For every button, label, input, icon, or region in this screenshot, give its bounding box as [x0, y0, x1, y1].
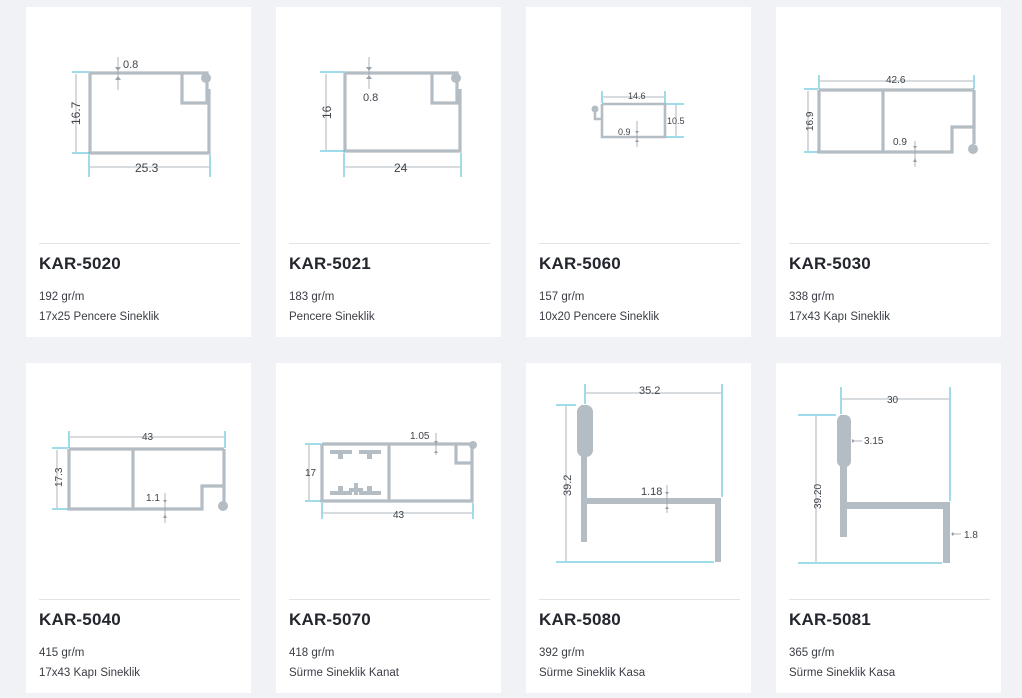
- product-weight: 392 gr/m: [539, 647, 585, 659]
- product-description: Sürme Sineklik Kanat: [289, 667, 399, 679]
- dimension-label: 24: [394, 161, 408, 175]
- dimension-label: 39.20: [813, 484, 824, 509]
- dimension-label: 16.7: [69, 101, 83, 125]
- dimension-label: 17: [305, 468, 317, 479]
- product-card-kar-5030[interactable]: 42.6 16.9 0.9 KAR-5030 338 gr/m 17x43 Ka…: [776, 7, 1001, 337]
- product-card-kar-5081[interactable]: 30 3.15 39.20 1.8 KAR-5081 365 gr/m Sürm…: [776, 363, 1001, 693]
- product-code[interactable]: KAR-5060: [539, 254, 621, 273]
- product-weight: 183 gr/m: [289, 291, 335, 303]
- dimension-label: 0.8: [123, 59, 138, 71]
- product-card-kar-5080[interactable]: 35.2 39.2 1.18 KAR-5080 392 gr/m Sürme S…: [526, 363, 751, 693]
- product-card-kar-5020[interactable]: 0.8 16.7 25.3 KAR-5020 192 gr/m 17x25 Pe…: [26, 7, 251, 337]
- dimension-label: 10.5: [667, 116, 685, 126]
- product-weight: 365 gr/m: [789, 647, 835, 659]
- profile-drawing: 1.05 17 43: [276, 363, 501, 593]
- product-code[interactable]: KAR-5021: [289, 254, 371, 273]
- divider: [789, 243, 990, 244]
- divider: [539, 243, 740, 244]
- dimension-label: 30: [887, 395, 899, 406]
- divider: [289, 599, 490, 600]
- product-description: 17x43 Kapı Sineklik: [789, 311, 891, 323]
- dimension-label: 43: [393, 510, 405, 521]
- product-code[interactable]: KAR-5081: [789, 610, 871, 629]
- product-card-kar-5060[interactable]: 14.6 10.5 0.9 KAR-5060 157 gr/m 10x20 Pe…: [526, 7, 751, 337]
- dimension-label: 1.8: [964, 530, 978, 541]
- divider: [289, 243, 490, 244]
- profile-drawing: 0.8 16.7 25.3: [26, 7, 251, 237]
- dimension-label: 3.15: [864, 436, 884, 447]
- product-card-kar-5021[interactable]: 16 0.8 24 KAR-5021 183 gr/m Pencere Sine…: [276, 7, 501, 337]
- profile-drawing: 35.2 39.2 1.18: [526, 363, 751, 593]
- product-description: 17x43 Kapı Sineklik: [39, 667, 141, 679]
- dimension-label: 0.8: [363, 92, 378, 104]
- dimension-label: 16.9: [805, 111, 816, 131]
- dimension-label: 17.3: [54, 467, 65, 487]
- product-weight: 157 gr/m: [539, 291, 585, 303]
- product-code[interactable]: KAR-5070: [289, 610, 371, 629]
- product-weight: 192 gr/m: [39, 291, 85, 303]
- divider: [39, 243, 240, 244]
- profile-drawing: 14.6 10.5 0.9: [526, 7, 751, 237]
- product-card-kar-5070[interactable]: 1.05 17 43 KAR-5070 418 gr/m Sürme Sinek…: [276, 363, 501, 693]
- dimension-label: 35.2: [639, 385, 660, 397]
- product-code[interactable]: KAR-5030: [789, 254, 871, 273]
- dimension-label: 25.3: [135, 161, 159, 175]
- dimension-label: 0.9: [893, 137, 907, 148]
- product-description: Sürme Sineklik Kasa: [539, 667, 646, 679]
- profile-drawing: 42.6 16.9 0.9: [776, 7, 1001, 237]
- profile-drawing: 16 0.8 24: [276, 7, 501, 237]
- product-description: 10x20 Pencere Sineklik: [539, 311, 660, 323]
- divider: [539, 599, 740, 600]
- product-description: 17x25 Pencere Sineklik: [39, 311, 160, 323]
- product-weight: 415 gr/m: [39, 647, 85, 659]
- product-code[interactable]: KAR-5040: [39, 610, 121, 629]
- dimension-label: 16: [320, 105, 334, 119]
- profile-drawing: 30 3.15 39.20 1.8: [776, 363, 1001, 593]
- dimension-label: 1.1: [146, 493, 160, 504]
- product-card-kar-5040[interactable]: 43 17.3 1.1 KAR-5040 415 gr/m 17x43 Kapı…: [26, 363, 251, 693]
- dimension-label: 0.9: [618, 127, 631, 137]
- divider: [39, 599, 240, 600]
- product-description: Pencere Sineklik: [289, 311, 375, 323]
- product-code[interactable]: KAR-5080: [539, 610, 621, 629]
- product-description: Sürme Sineklik Kasa: [789, 667, 896, 679]
- divider: [789, 599, 990, 600]
- product-code[interactable]: KAR-5020: [39, 254, 121, 273]
- dimension-label: 39.2: [562, 475, 574, 496]
- product-weight: 418 gr/m: [289, 647, 335, 659]
- dimension-label: 43: [142, 432, 154, 443]
- dimension-label: 42.6: [886, 75, 906, 86]
- product-weight: 338 gr/m: [789, 291, 835, 303]
- dimension-label: 14.6: [628, 91, 646, 101]
- profile-drawing: 43 17.3 1.1: [26, 363, 251, 593]
- dimension-label: 1.18: [641, 486, 662, 498]
- dimension-label: 1.05: [410, 431, 430, 442]
